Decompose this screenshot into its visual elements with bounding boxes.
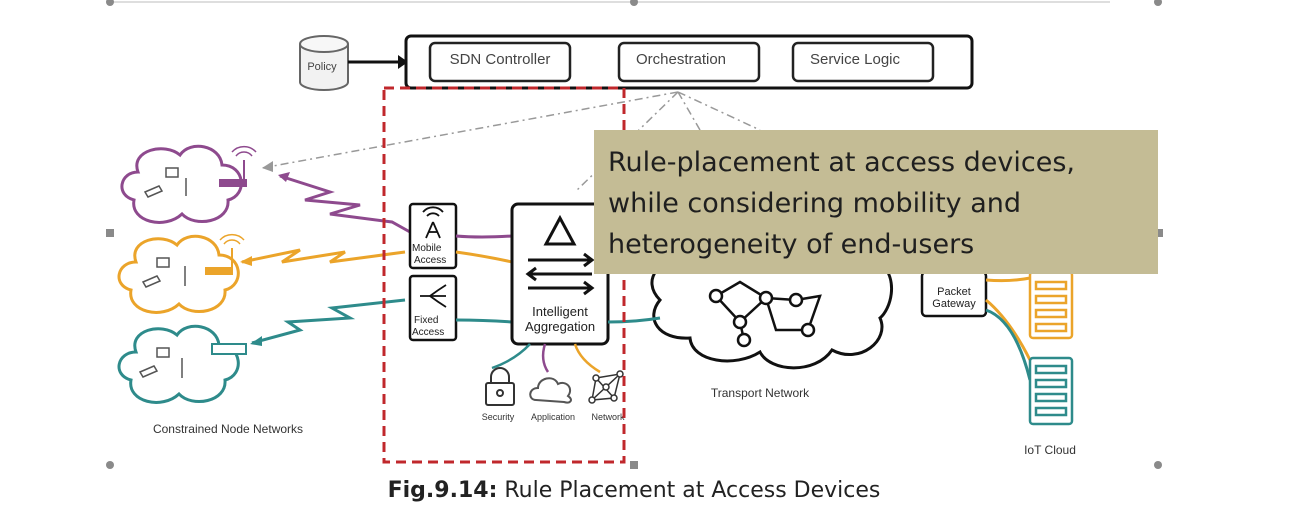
rule-placement-callout: Rule-placement at access devices, while … [594, 130, 1158, 274]
iot-cloud-label: IoT Cloud [1024, 443, 1076, 457]
orchestration-box [617, 41, 761, 83]
mobile-antenna-icon [422, 206, 444, 239]
fixed-access-label-line2: Access [412, 327, 444, 338]
sensor-icons [138, 167, 187, 378]
callout-line-3: heterogeneity of end-users [608, 229, 975, 260]
gateway-purple-icon [219, 145, 257, 187]
application-cloud-icon [529, 377, 572, 404]
aggregation-links [455, 234, 513, 324]
transport-network-label: Transport Network [711, 386, 810, 400]
fixed-access-box [408, 274, 458, 342]
control-links [261, 91, 761, 193]
resize-handle[interactable] [1154, 0, 1162, 6]
figure-number: Fig.9.14: [387, 478, 498, 503]
packet-gateway-label-line2: Gateway [932, 298, 976, 310]
aggregation-symbol-icon [525, 214, 595, 296]
security-lock-icon [485, 367, 515, 406]
fixed-access-fan-icon [420, 284, 447, 308]
gateway-orange-icon [205, 233, 245, 275]
iot-links [985, 276, 1032, 381]
callout-line-1: Rule-placement at access devices, [608, 147, 1075, 178]
policy-database-icon: Policy [299, 35, 349, 91]
arrow-head-icon [398, 55, 408, 69]
sdn-controller-box [428, 41, 572, 83]
packet-gateway-label-line1: Packet [937, 286, 971, 298]
server-rack-orange-icon [1028, 270, 1074, 340]
server-rack-teal-icon [1028, 356, 1074, 426]
security-label: Security [482, 412, 515, 422]
sdn-controller-label: SDN Controller [450, 51, 551, 68]
application-label: Application [531, 412, 575, 422]
access-links [241, 174, 411, 345]
access-devices-highlight-box [382, 86, 626, 464]
constrained-cloud-teal [117, 324, 240, 404]
resize-handle[interactable] [106, 461, 114, 469]
orchestration-label: Orchestration [636, 51, 726, 68]
constrained-cloud-orange [117, 234, 240, 314]
resize-handle[interactable] [106, 229, 114, 237]
mobile-access-label-line2: Access [414, 255, 446, 266]
network-label: Network [591, 412, 625, 422]
figure-caption: Fig.9.14: Rule Placement at Access Devic… [0, 478, 1268, 503]
resize-handle[interactable] [106, 0, 114, 6]
image-selection-frame[interactable] [106, 0, 1163, 469]
resize-handle[interactable] [1155, 229, 1163, 237]
service-logic-box [791, 41, 935, 83]
callout-line-2: while considering mobility and [608, 188, 1022, 219]
resize-handle[interactable] [1154, 461, 1162, 469]
aggregation-label-line1: Intelligent [532, 304, 588, 319]
aggregation-label-line2: Aggregation [525, 319, 595, 334]
gateway-teal-icon [211, 343, 247, 355]
transport-network-graph [708, 280, 822, 348]
constrained-cloud-purple [120, 144, 243, 224]
network-mesh-icon [588, 370, 624, 404]
fixed-access-label-line1: Fixed [414, 315, 438, 326]
mobile-access-label-line1: Mobile [412, 243, 442, 254]
service-links [491, 343, 601, 374]
service-logic-label: Service Logic [810, 51, 901, 68]
figure-title: Rule Placement at Access Devices [497, 478, 881, 503]
policy-label: Policy [307, 61, 337, 73]
resize-handle[interactable] [630, 461, 638, 469]
resize-handle[interactable] [630, 0, 638, 6]
constrained-networks-label: Constrained Node Networks [153, 422, 303, 436]
